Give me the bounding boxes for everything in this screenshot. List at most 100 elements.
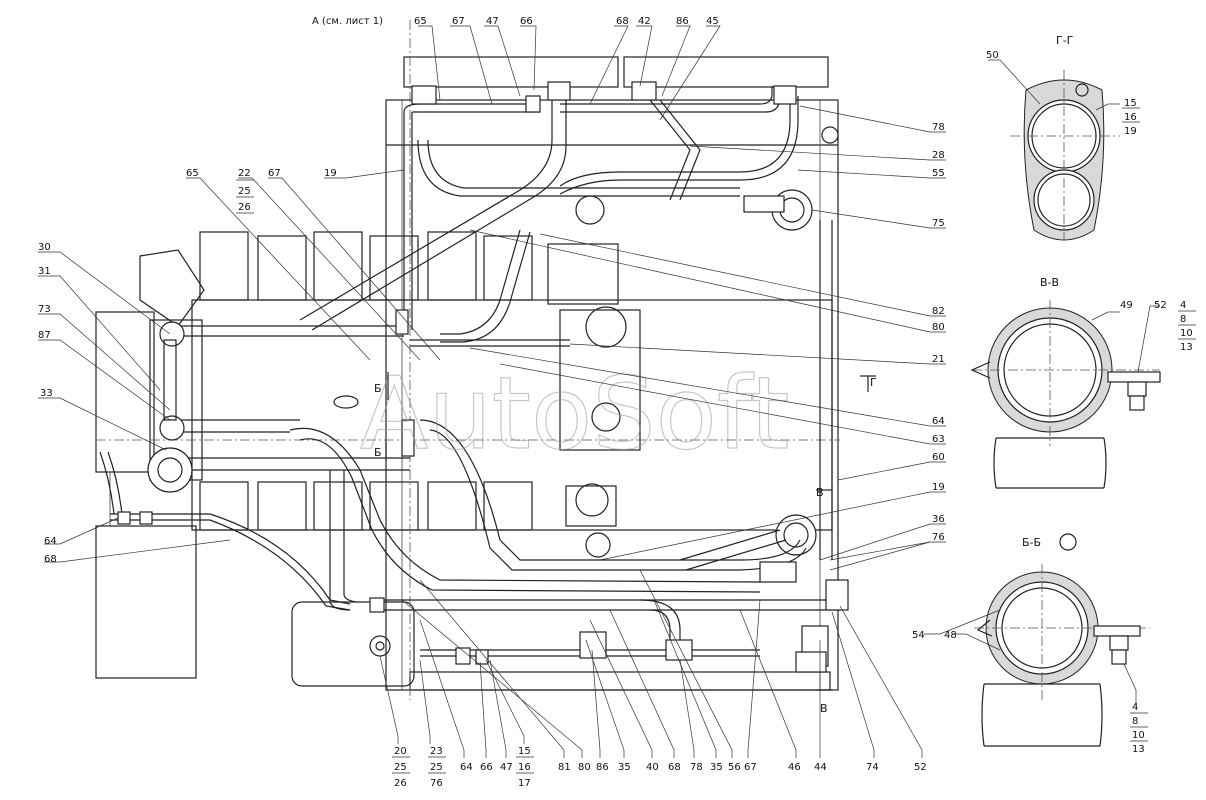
callout-ul-25: 25 [238,186,251,197]
callout-s1-25: 25 [394,762,407,773]
callout-b-66: 66 [480,762,493,773]
callout-b-35: 35 [618,762,631,773]
callout-s2-76: 76 [430,778,443,789]
callouts-top: 65 67 47 66 68 42 86 45 [414,16,719,27]
callout-bb-54: 54 [912,630,925,641]
callout-b-40: 40 [646,762,659,773]
callout-s1-20: 20 [394,746,407,757]
callouts-bottom: 64 66 47 81 80 86 35 40 68 78 35 56 67 4… [460,762,927,773]
callout-bb-13: 13 [1132,744,1145,755]
callout-r-60: 60 [932,452,945,463]
callout-b-52: 52 [914,762,927,773]
callout-s2-25: 25 [430,762,443,773]
callout-ul-22: 22 [238,168,251,179]
callouts-right: 78 28 55 75 82 80 21 64 63 60 19 36 76 [932,122,945,543]
callout-b-47: 47 [500,762,513,773]
callout-top-68: 68 [616,16,629,27]
callout-vv-13: 13 [1180,342,1193,353]
section-bb-title: Б-Б [1022,536,1041,549]
callout-r-19: 19 [932,482,945,493]
callout-b-78: 78 [690,762,703,773]
leader-lines [38,25,1160,758]
callout-s2-23: 23 [430,746,443,757]
callout-r-82: 82 [932,306,945,317]
callout-b-80: 80 [578,762,591,773]
callout-s1-26: 26 [394,778,407,789]
pipe-network [99,81,849,673]
mark-g: Г [870,376,877,389]
callout-b-81: 81 [558,762,571,773]
section-gg-title: Г-Г [1056,34,1074,47]
callouts-left: 30 31 73 87 33 64 68 [38,242,57,565]
mark-b-upper: Б [374,382,382,395]
callout-vv-52: 52 [1154,300,1167,311]
section-vv-title: В-В [1040,276,1059,289]
callout-r-28: 28 [932,150,945,161]
callout-ul-67: 67 [268,168,281,179]
callout-b-86: 86 [596,762,609,773]
callout-l-33: 33 [40,388,53,399]
callout-top-86: 86 [676,16,689,27]
callout-r-78: 78 [932,122,945,133]
callout-top-66: 66 [520,16,533,27]
section-bb: Б-Б [974,533,1150,747]
callout-b-68: 68 [668,762,681,773]
callout-r-21: 21 [932,354,945,365]
callouts-sections: 50 15 16 19 49 52 4 8 10 13 54 48 4 8 10… [912,50,1196,755]
engine-outline [95,56,839,691]
callout-r-36: 36 [932,514,945,525]
callout-vv-49: 49 [1120,300,1133,311]
section-marks: Б Б В В Г [374,372,877,715]
watermark: AutoSoft [360,355,790,472]
callout-b-44: 44 [814,762,827,773]
callout-b-35b: 35 [710,762,723,773]
callout-vv-8: 8 [1180,314,1186,325]
callouts-upper-left: 65 22 25 26 67 19 [186,168,337,214]
callout-r-55: 55 [932,168,945,179]
callout-l-31: 31 [38,266,51,277]
callout-top-47: 47 [486,16,499,27]
callouts-bottom-stacks: 20 25 26 23 25 76 15 16 17 [392,746,534,789]
callout-b-46: 46 [788,762,801,773]
callout-ul-26: 26 [238,202,251,213]
callout-bb-4: 4 [1132,702,1138,713]
callout-ul-19: 19 [324,168,337,179]
callout-r-75: 75 [932,218,945,229]
callout-gg-15: 15 [1124,98,1137,109]
section-gg: Г-Г [1010,34,1120,241]
callout-b-64: 64 [460,762,473,773]
mark-v-upper: В [816,486,824,499]
view-note: А (см. лист 1) [312,16,383,27]
callout-l-30: 30 [38,242,51,253]
callout-b-74: 74 [866,762,879,773]
callout-bb-48: 48 [944,630,957,641]
callout-l-64: 64 [44,536,57,547]
callout-top-67: 67 [452,16,465,27]
callout-b-56: 56 [728,762,741,773]
callout-top-65: 65 [414,16,427,27]
mark-v-lower: В [820,702,828,715]
callout-r-63: 63 [932,434,945,445]
callout-s3-15: 15 [518,746,531,757]
callout-ul-65: 65 [186,168,199,179]
callout-gg-19: 19 [1124,126,1137,137]
section-vv: В-В [970,276,1161,489]
mark-b-lower: Б [374,446,382,459]
callout-gg-50: 50 [986,50,999,61]
callout-vv-10: 10 [1180,328,1193,339]
center-lines [96,20,840,700]
callout-top-42: 42 [638,16,651,27]
callout-r-80: 80 [932,322,945,333]
callout-s3-16: 16 [518,762,531,773]
callout-r-76: 76 [932,532,945,543]
callout-vv-4: 4 [1180,300,1186,311]
callout-bb-10: 10 [1132,730,1145,741]
callout-gg-16: 16 [1124,112,1137,123]
callout-s3-17: 17 [518,778,531,789]
callout-bb-8: 8 [1132,716,1138,727]
callout-top-45: 45 [706,16,719,27]
callout-l-87: 87 [38,330,51,341]
callout-r-64: 64 [932,416,945,427]
callout-l-68: 68 [44,554,57,565]
